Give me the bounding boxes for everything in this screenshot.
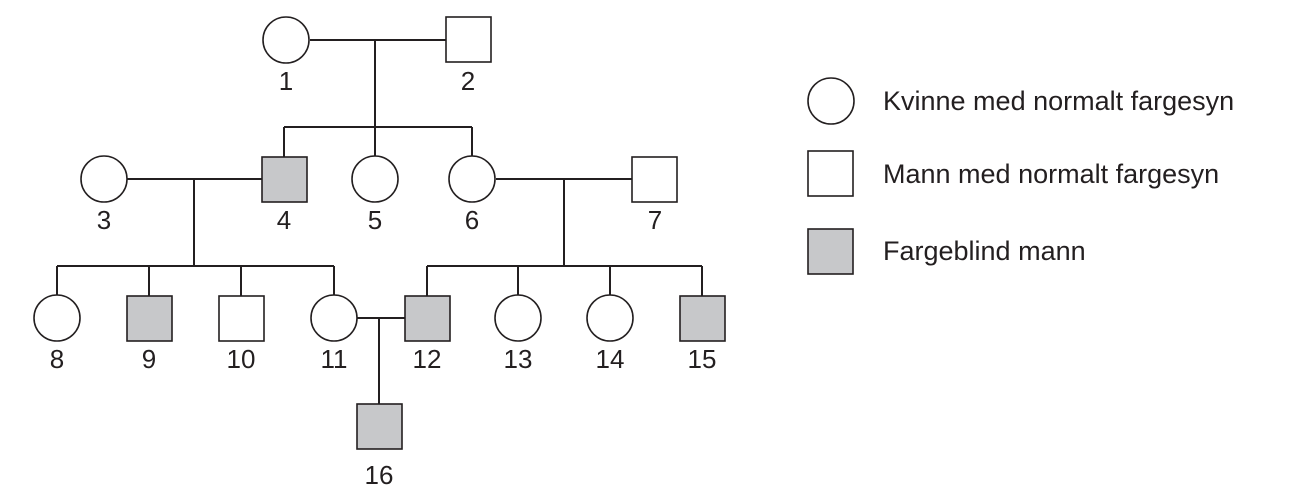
individual-6: 6 [448, 155, 496, 235]
female-symbol [80, 155, 128, 203]
legend-label: Mann med normalt fargesyn [883, 159, 1219, 189]
individual-number: 8 [50, 344, 64, 374]
male-symbol [445, 16, 492, 63]
legend-item-female-normal: Kvinne med normalt fargesyn [807, 77, 1234, 125]
individual-9: 9 [126, 295, 173, 374]
female-symbol [448, 155, 496, 203]
individual-number: 3 [97, 205, 111, 235]
male-affected-symbol [356, 403, 403, 450]
individual-number: 14 [596, 344, 625, 374]
individual-7: 7 [631, 156, 678, 235]
legend-label: Kvinne med normalt fargesyn [883, 86, 1234, 116]
individual-number: 11 [321, 344, 348, 374]
male-affected-symbol [126, 295, 173, 342]
individual-11: 11 [310, 294, 358, 374]
legend: Kvinne med normalt fargesyn Mann med nor… [807, 77, 1234, 275]
individual-number: 12 [413, 344, 442, 374]
individual-number: 2 [461, 66, 475, 96]
female-symbol-icon [807, 77, 855, 125]
individual-4: 4 [261, 156, 308, 235]
male-affected-symbol [261, 156, 308, 203]
pedigree-lines [56, 39, 703, 404]
female-symbol [586, 294, 634, 342]
legend-item-male-normal: Mann med normalt fargesyn [807, 150, 1219, 197]
legend-item-male-colorblind: Fargeblind mann [807, 228, 1086, 275]
individual-12: 12 [404, 295, 451, 374]
individual-number: 1 [279, 66, 293, 96]
male-affected-symbol [404, 295, 451, 342]
male-symbol-icon [807, 150, 854, 197]
male-symbol [218, 295, 265, 342]
individual-number: 15 [688, 344, 717, 374]
individual-number: 10 [227, 344, 256, 374]
individual-8: 8 [33, 294, 81, 374]
female-symbol [351, 155, 399, 203]
female-symbol [494, 294, 542, 342]
individual-14: 14 [586, 294, 634, 374]
female-symbol [310, 294, 358, 342]
individual-15: 15 [679, 295, 726, 374]
individual-3: 3 [80, 155, 128, 235]
male-affected-symbol-icon [807, 228, 854, 275]
male-symbol [631, 156, 678, 203]
individual-number: 6 [465, 205, 479, 235]
legend-label: Fargeblind mann [883, 236, 1086, 266]
female-symbol [33, 294, 81, 342]
individual-number: 13 [504, 344, 533, 374]
individual-16: 16 [356, 403, 403, 490]
individual-10: 10 [218, 295, 265, 374]
individual-number: 9 [142, 344, 156, 374]
individual-1: 1 [262, 16, 310, 96]
individual-5: 5 [351, 155, 399, 235]
male-affected-symbol [679, 295, 726, 342]
female-symbol [262, 16, 310, 64]
individual-number: 4 [277, 205, 291, 235]
individual-number: 5 [368, 205, 382, 235]
individual-13: 13 [494, 294, 542, 374]
individual-2: 2 [445, 16, 492, 96]
individual-number: 7 [648, 205, 662, 235]
individual-number: 16 [365, 460, 394, 490]
